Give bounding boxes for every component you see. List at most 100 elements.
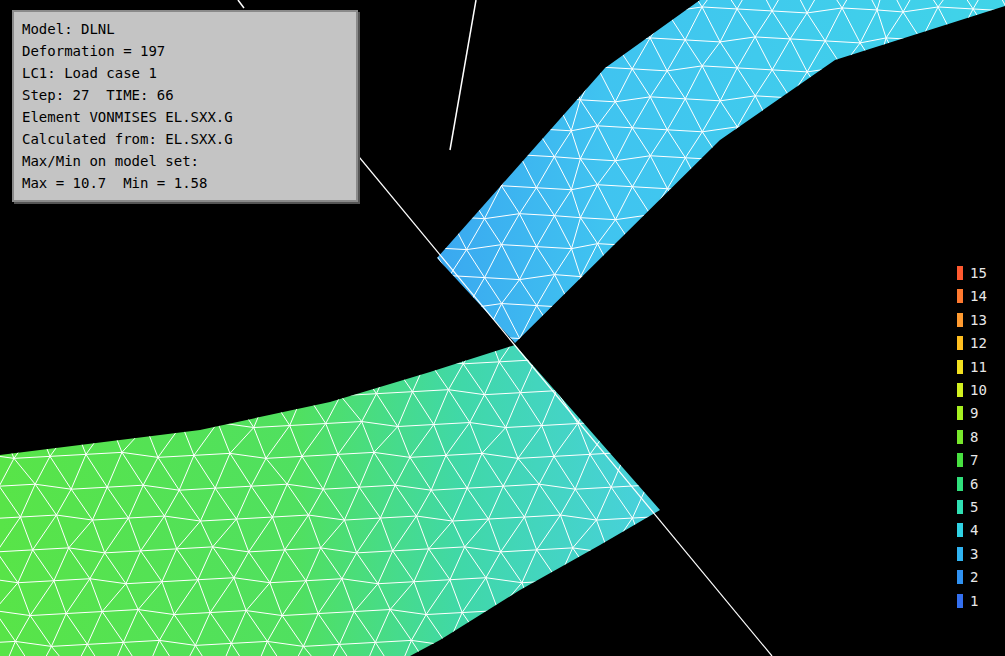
- mesh-edge: [611, 485, 647, 487]
- mesh-edge: [903, 66, 938, 71]
- mesh-edge: [877, 156, 886, 187]
- mesh-edge: [266, 426, 290, 459]
- mesh-edge: [720, 160, 737, 186]
- mesh-edge: [462, 611, 498, 613]
- mesh-edge: [973, 155, 991, 186]
- mesh-edge: [580, 218, 615, 220]
- mesh-edge: [246, 583, 270, 611]
- legend-value: 14: [970, 288, 987, 304]
- mesh-edge: [808, 249, 826, 277]
- mesh-edge: [448, 364, 463, 390]
- mesh-edge: [411, 640, 447, 645]
- mesh-edge: [520, 334, 555, 339]
- mesh-edge: [466, 101, 484, 132]
- mesh-edge: [318, 612, 354, 614]
- mesh-edge: [534, 614, 570, 616]
- mesh-edge: [520, 391, 556, 393]
- mesh-edge: [174, 580, 198, 615]
- mesh-edge: [685, 645, 700, 656]
- mesh-edge: [772, 98, 790, 129]
- mesh-edge: [498, 611, 519, 642]
- reference-line: [450, 0, 476, 150]
- mesh-edge: [756, 306, 773, 339]
- mesh-edge: [591, 612, 606, 645]
- mesh-edge: [633, 215, 651, 246]
- mesh-edge: [903, 7, 938, 12]
- mesh-edge: [650, 71, 667, 97]
- mesh-edge: [107, 487, 128, 518]
- mesh-edge: [254, 428, 266, 459]
- mesh-edge: [2, 426, 38, 428]
- mesh-edge: [449, 40, 466, 66]
- mesh-edge: [466, 160, 484, 191]
- mesh-edge: [380, 518, 392, 551]
- mesh-edge: [218, 423, 230, 454]
- mesh-edge: [626, 452, 647, 485]
- mesh-edge: [524, 484, 539, 517]
- mesh-edge: [393, 516, 417, 551]
- mesh-edge: [123, 640, 159, 642]
- mesh-edge: [877, 10, 886, 38]
- mesh-edge: [272, 517, 284, 550]
- mesh-edge: [877, 10, 903, 12]
- mesh-edge: [791, 249, 808, 275]
- legend-value: 15: [970, 265, 987, 281]
- mesh-edge: [667, 189, 702, 191]
- mesh-edge: [354, 584, 378, 612]
- mesh-edge: [595, 330, 607, 363]
- mesh-edge: [573, 520, 597, 548]
- mesh-edge: [956, 219, 973, 245]
- mesh-edge: [702, 186, 737, 191]
- mesh-edge: [379, 102, 396, 128]
- mesh-edge: [554, 157, 580, 159]
- upper-beam: [437, 0, 1005, 343]
- mesh-edge: [755, 0, 772, 11]
- mesh-edge: [756, 247, 773, 280]
- mesh-edge: [414, 189, 431, 215]
- mesh-edge: [51, 614, 66, 647]
- mesh-edge: [537, 306, 555, 334]
- mesh-edge: [939, 278, 957, 309]
- mesh-edge: [627, 610, 642, 643]
- mesh-edge: [878, 215, 887, 246]
- mesh-edge: [416, 516, 452, 521]
- mesh-edge: [379, 0, 396, 10]
- mesh-edge: [139, 361, 160, 392]
- mesh-edge: [175, 359, 196, 390]
- mesh-edge: [285, 550, 306, 581]
- mesh-edge: [663, 640, 699, 645]
- mesh-edge: [554, 39, 580, 41]
- mesh-edge: [31, 360, 67, 365]
- mesh-edge: [412, 390, 448, 392]
- mesh-edge: [700, 364, 715, 390]
- mesh-edge: [434, 423, 470, 425]
- mesh-edge: [703, 304, 738, 309]
- mesh-edge: [772, 11, 790, 39]
- mesh-edge: [379, 38, 414, 43]
- mesh-edge: [488, 517, 524, 519]
- mesh-edge: [380, 516, 416, 518]
- mesh-edge: [571, 126, 597, 131]
- mesh-edge: [323, 454, 338, 489]
- mesh-edge: [973, 186, 1005, 188]
- mesh-edge: [484, 160, 501, 186]
- mesh-edge: [91, 328, 127, 330]
- mesh-edge: [571, 67, 597, 72]
- mesh-edge: [344, 487, 359, 520]
- mesh-edge: [449, 7, 466, 40]
- mesh-edge: [519, 96, 536, 129]
- mesh-edge: [628, 361, 643, 394]
- mesh-edge: [326, 424, 338, 455]
- mesh-edge: [319, 363, 355, 365]
- mesh-edge: [378, 584, 390, 610]
- mesh-edge: [307, 330, 343, 332]
- mesh-edge: [720, 96, 755, 101]
- mesh-edge: [342, 579, 354, 612]
- mesh-edge: [393, 549, 429, 551]
- mesh-edge: [772, 129, 807, 131]
- mesh-edge: [88, 363, 103, 396]
- mesh-edge: [590, 452, 626, 454]
- legend-value: 7: [970, 452, 978, 468]
- mesh-edge: [860, 128, 877, 161]
- mesh-edge: [160, 390, 196, 392]
